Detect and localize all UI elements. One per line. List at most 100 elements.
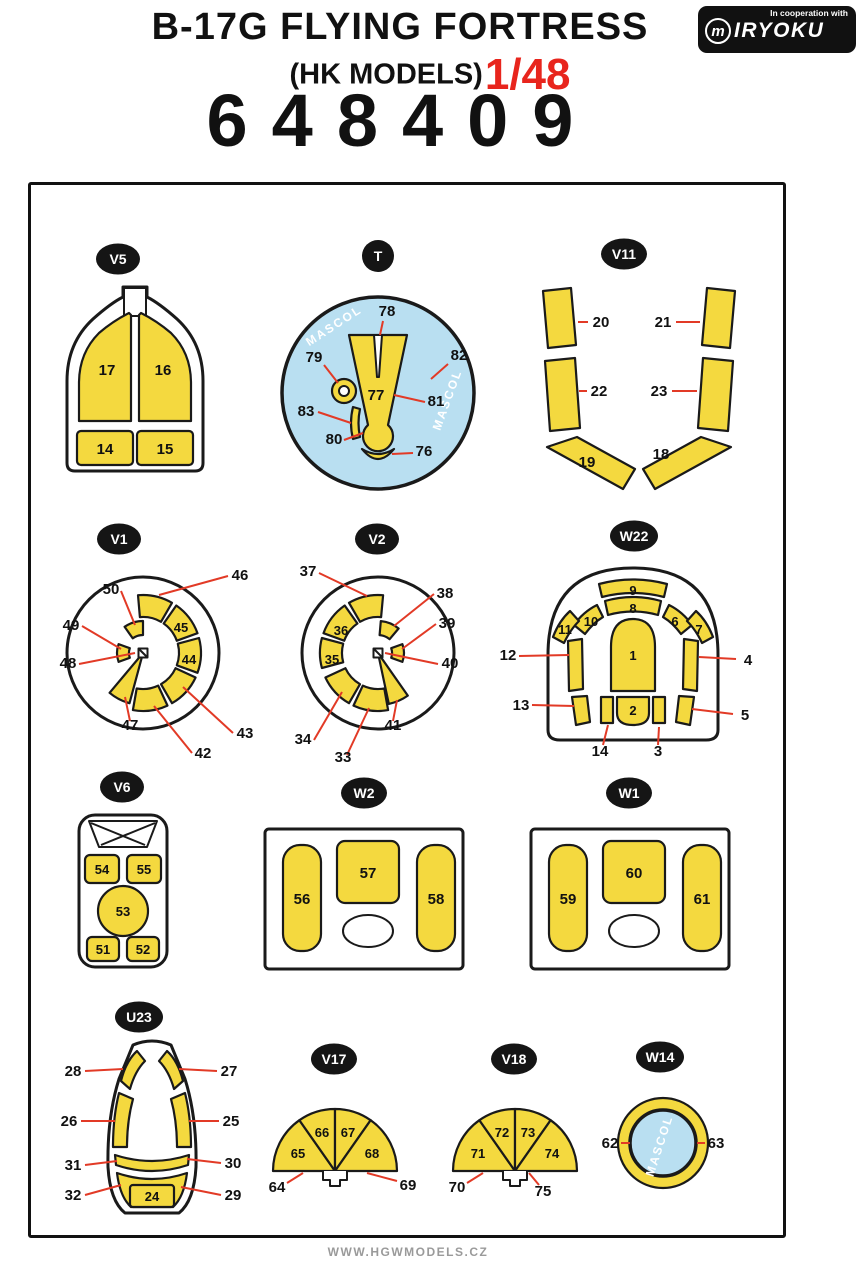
w22-label-9: 9: [629, 583, 636, 598]
v5-badge: [96, 243, 140, 275]
w2-mask-57: [335, 839, 401, 905]
v6-mask-53: [96, 884, 150, 938]
v2-mask-39: [390, 643, 406, 663]
v6-badge-label: V6: [113, 779, 130, 795]
v5-label-16: 16: [155, 362, 172, 379]
v11-leader-lines: [578, 321, 700, 392]
v6-cross-line-1: [90, 822, 146, 846]
v5-mask-16: [137, 311, 193, 423]
w2-label-58: 58: [428, 891, 445, 908]
w22-mask-7: [685, 609, 715, 645]
v1-badge: [97, 523, 141, 555]
v5-label-15: 15: [157, 441, 174, 458]
v11-label-20: 20: [593, 314, 610, 331]
v1-badge-label: V1: [110, 531, 127, 547]
t-label-79: 79: [306, 349, 323, 366]
v18-label-71: 71: [471, 1146, 485, 1161]
u23-label-30: 30: [225, 1155, 242, 1172]
v2-label-39: 39: [439, 615, 456, 632]
v17-label-69: 69: [400, 1177, 417, 1194]
panel-t: T MASCOL MASCOL 78 79 82 83 77 81 80 76: [280, 240, 476, 491]
v1-label-45: 45: [174, 620, 188, 635]
subtitle-row: (HK MODELS)1/48: [0, 50, 860, 100]
v18-mask-74: [513, 1119, 579, 1173]
v1-mask-43: [159, 667, 197, 705]
v2-mask-37: [347, 593, 385, 623]
t-mask-79-hole: [338, 385, 350, 397]
panel-v11: V11 20 21 22 23 19 18: [541, 238, 737, 491]
v1-mask-46: [136, 593, 174, 623]
v2-label-35: 35: [325, 652, 339, 667]
v2-reticle-diagonal: [372, 647, 384, 659]
w14-badge: [636, 1041, 684, 1073]
w2-oval-cutout: [342, 914, 394, 948]
logo-cooperation-text: In cooperation with: [770, 8, 848, 18]
t-label-83: 83: [298, 403, 315, 420]
u23-label-27: 27: [221, 1063, 238, 1080]
w1-badge: [606, 777, 652, 809]
v17-label-68: 68: [365, 1146, 379, 1161]
w22-mask-11: [551, 609, 581, 645]
v11-mask-21: [700, 286, 737, 350]
panel-w2: W2 56 57 58: [263, 777, 465, 971]
v6-mask-54: [83, 853, 121, 885]
v17-label-67: 67: [341, 1125, 355, 1140]
v1-reticle-diagonal: [137, 647, 149, 659]
v6-label-53: 53: [116, 904, 130, 919]
u23-leader-lines: [81, 1068, 222, 1196]
w1-label-60: 60: [626, 865, 643, 882]
w22-label-10: 10: [584, 614, 598, 629]
v5-mask-15: [135, 429, 195, 467]
w22-label-8: 8: [629, 601, 636, 616]
w22-leader-lines: [518, 654, 737, 746]
u23-label-25: 25: [223, 1113, 240, 1130]
v2-label-40: 40: [442, 655, 459, 672]
v17-badge-label: V17: [322, 1051, 347, 1067]
v18-label-73: 73: [521, 1125, 535, 1140]
w22-label-14: 14: [592, 743, 609, 760]
w22-mask-2: [615, 695, 651, 727]
w14-label-62: 62: [602, 1135, 619, 1152]
v17-base-tab: [322, 1171, 348, 1187]
page-title: B-17G FLYING FORTRESS: [151, 6, 649, 48]
v18-label-70: 70: [449, 1179, 466, 1196]
v11-mask-20: [541, 286, 578, 350]
t-mask-83-sliver: [349, 405, 362, 441]
v11-badge-label: V11: [612, 246, 636, 262]
u23-label-28: 28: [65, 1063, 82, 1080]
t-label-78: 78: [379, 303, 396, 320]
product-number: 648409: [206, 79, 598, 162]
t-label-77: 77: [368, 387, 385, 404]
v1-label-50: 50: [103, 581, 120, 598]
panel-w14: W14 MASCOL 62 63: [602, 1041, 724, 1190]
v18-label-75: 75: [535, 1183, 552, 1200]
w1-badge-label: W1: [619, 785, 640, 801]
v17-mask-65: [271, 1119, 337, 1173]
v11-mask-18: [641, 435, 733, 491]
w22-label-12: 12: [500, 647, 517, 664]
t-label-80: 80: [326, 431, 343, 448]
u23-mask-31-30: [113, 1153, 191, 1173]
u23-label-26: 26: [61, 1113, 78, 1130]
v6-mask-51: [85, 935, 121, 963]
w22-label-13: 13: [513, 697, 530, 714]
v1-mask-44: [175, 636, 203, 674]
v1-label-46: 46: [232, 567, 249, 584]
t-mask-78-notch: [373, 334, 383, 378]
v18-badge-label: V18: [502, 1051, 527, 1067]
v18-label-72: 72: [495, 1125, 509, 1140]
panel-u23: U23 28 27 26 25 31 30 32 29 24: [61, 1001, 242, 1215]
w22-label-6: 6: [671, 614, 678, 629]
v11-badge: [601, 238, 647, 270]
u23-label-29: 29: [225, 1187, 242, 1204]
w14-badge-label: W14: [646, 1049, 675, 1065]
v18-mask-71: [451, 1119, 517, 1173]
u23-mask-26: [111, 1091, 135, 1149]
u23-mask-27: [157, 1049, 185, 1091]
w2-label-57: 57: [360, 865, 377, 882]
w22-mask-13: [570, 694, 592, 727]
miryoku-monogram-icon: m: [705, 18, 731, 45]
v6-label-52: 52: [136, 942, 150, 957]
w22-label-2: 2: [629, 703, 636, 718]
